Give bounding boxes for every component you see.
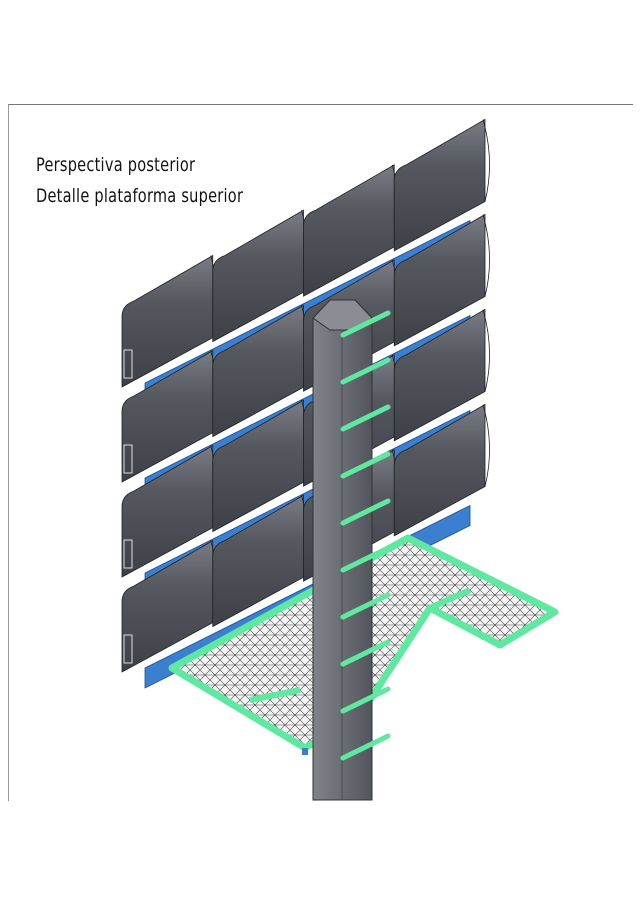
ladder-rung [340, 498, 391, 526]
ladder-rung [340, 686, 391, 714]
roof-tile [393, 308, 486, 442]
pole-body [312, 299, 373, 801]
tile-clip [123, 634, 133, 664]
ladder-rung [340, 592, 391, 620]
platform-beam [428, 587, 472, 611]
tile-seam [482, 214, 490, 297]
drawing-title-line2: Detalle plataforma superior [36, 185, 244, 207]
tile-seam [482, 119, 490, 202]
pole-top-cap [312, 299, 373, 331]
ladder-rung [340, 357, 391, 385]
ladder-rung [340, 310, 391, 338]
tile-clip [123, 444, 133, 474]
drawing-frame [8, 104, 633, 801]
tile-seam [482, 404, 490, 487]
ladder-rung [340, 733, 391, 761]
tile-seam [482, 309, 490, 392]
tile-clip [123, 349, 133, 379]
ladder-rung [340, 404, 391, 432]
ladder-rung [340, 451, 391, 479]
roof-tile [393, 213, 486, 347]
tile-clip [123, 539, 133, 569]
drawing-title-line1: Perspectiva posterior [36, 154, 196, 176]
platform-beam [249, 687, 301, 703]
pole [312, 299, 373, 801]
roof-tile [393, 403, 486, 537]
ladder-rungs [340, 310, 391, 761]
ladder-rung [340, 545, 391, 573]
roof-tile [393, 118, 486, 252]
ladder-rung [340, 639, 391, 667]
